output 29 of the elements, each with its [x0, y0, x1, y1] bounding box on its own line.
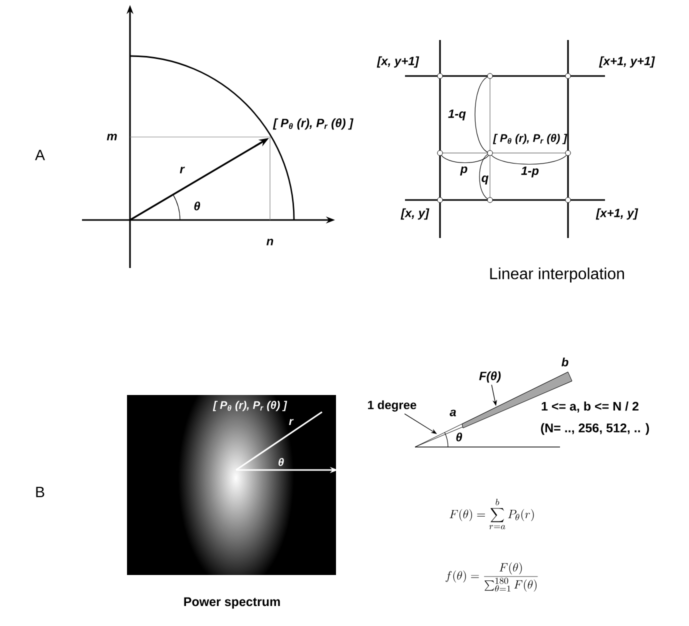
distance-label: q — [482, 176, 488, 184]
distance-label: p — [460, 166, 468, 176]
angle-label: θ — [278, 458, 284, 466]
radius-label: r — [289, 419, 294, 425]
caption: Power spectrum — [184, 597, 280, 609]
distance-label: 1-p — [521, 166, 539, 178]
point-label: b — [562, 358, 568, 366]
axis-label: n — [266, 238, 274, 246]
text-label: F(θ) — [479, 371, 501, 383]
angle-label: θ — [456, 432, 462, 442]
caption: Linear interpolation — [490, 268, 624, 282]
text-label: 1 degree — [368, 400, 416, 412]
grid-point-label: [x+1, y] — [596, 208, 638, 220]
distance-label: 1-q — [448, 110, 466, 120]
grid-point-label: [x+1, y+1] — [599, 56, 655, 68]
formula: $f(\theta) = \frac{F(\theta)}{\sum_{\theta=1}^{180} F(\theta)}$ — [446, 562, 538, 592]
grid-point-label: [x, y] — [400, 208, 430, 220]
axis-label: m — [106, 134, 117, 140]
radius-label: r — [180, 166, 185, 174]
formula: $F(\theta) = \sum_{r=a}^{b} P_{\theta}(r)$ — [450, 498, 534, 530]
panel-label: B — [36, 486, 44, 498]
constraint-text: (N= .., 256, 512, .. ) — [541, 423, 649, 435]
point-label: [ P$_{θ}$ (r), P$_{r}$ (θ) ] — [212, 400, 288, 412]
point-label: [ P$_{θ}$ (r), P$_{r}$ (θ) ] — [272, 118, 354, 130]
constraint-text: 1 <= a, b <= N / 2 — [542, 402, 638, 412]
point-label: a — [450, 410, 456, 416]
angle-label: θ — [194, 202, 200, 210]
panel-label: A — [35, 150, 45, 160]
grid-point-label: [x, y+1] — [376, 56, 420, 68]
